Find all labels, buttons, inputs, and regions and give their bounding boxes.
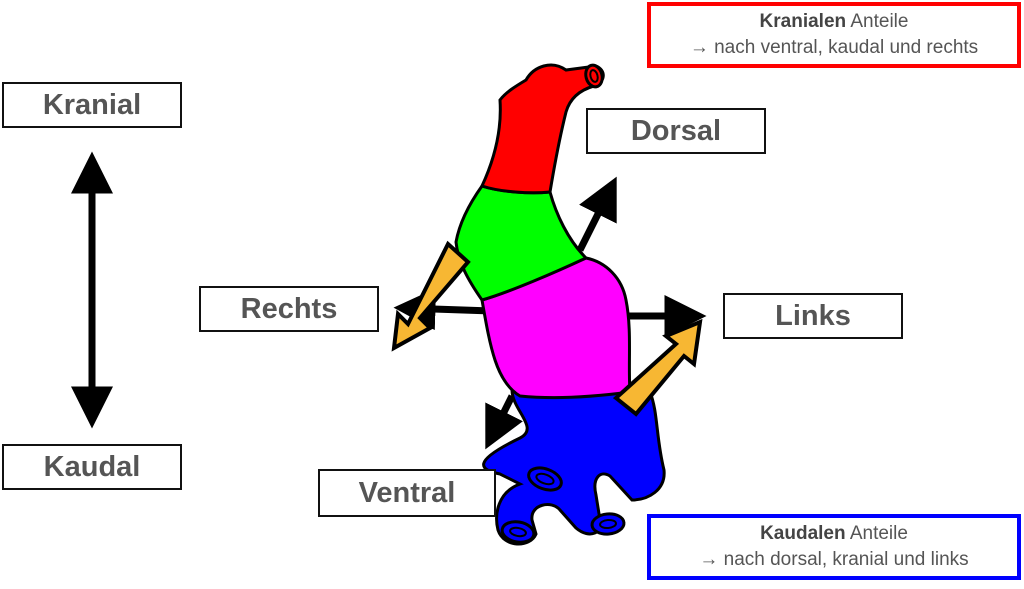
info-box-caudal-title: Kaudalen Anteile: [760, 523, 908, 544]
ventral-label: Ventral: [318, 469, 496, 517]
dorsal-label: Dorsal: [586, 108, 766, 154]
cranial-opening-inner: [589, 69, 599, 83]
caudal-opening-1: [527, 466, 563, 492]
caudal-opening-2-inner: [509, 526, 527, 538]
kaudal-label: Kaudal: [2, 444, 182, 490]
caudal-segment: [482, 388, 666, 546]
rechts-label: Rechts: [199, 286, 379, 332]
caudal-opening-1-inner: [535, 472, 555, 486]
links-label: Links: [723, 293, 903, 339]
caudal-opening-3-inner: [599, 518, 617, 530]
info-box-cranial-title: Kranialen Anteile: [759, 11, 909, 32]
caudal-opening-3: [590, 512, 626, 536]
rotation-arrow-right: [391, 240, 471, 352]
caudal-opening-2: [500, 520, 536, 544]
info-box-cranial: Kranialen Anteile → nach ventral, kaudal…: [647, 2, 1021, 68]
cranial-opening: [584, 63, 604, 89]
info-box-cranial-text: → nach ventral, kaudal und rechts: [689, 37, 979, 58]
rotation-arrow-left: [612, 318, 703, 417]
kranial-label: Kranial: [2, 82, 182, 128]
info-box-caudal: Kaudalen Anteile → nach dorsal, kranial …: [647, 514, 1021, 580]
ventral-arrow: [485, 394, 523, 450]
info-box-caudal-text: → nach dorsal, kranial und links: [699, 549, 969, 570]
dorsal-arrow: [576, 176, 617, 252]
